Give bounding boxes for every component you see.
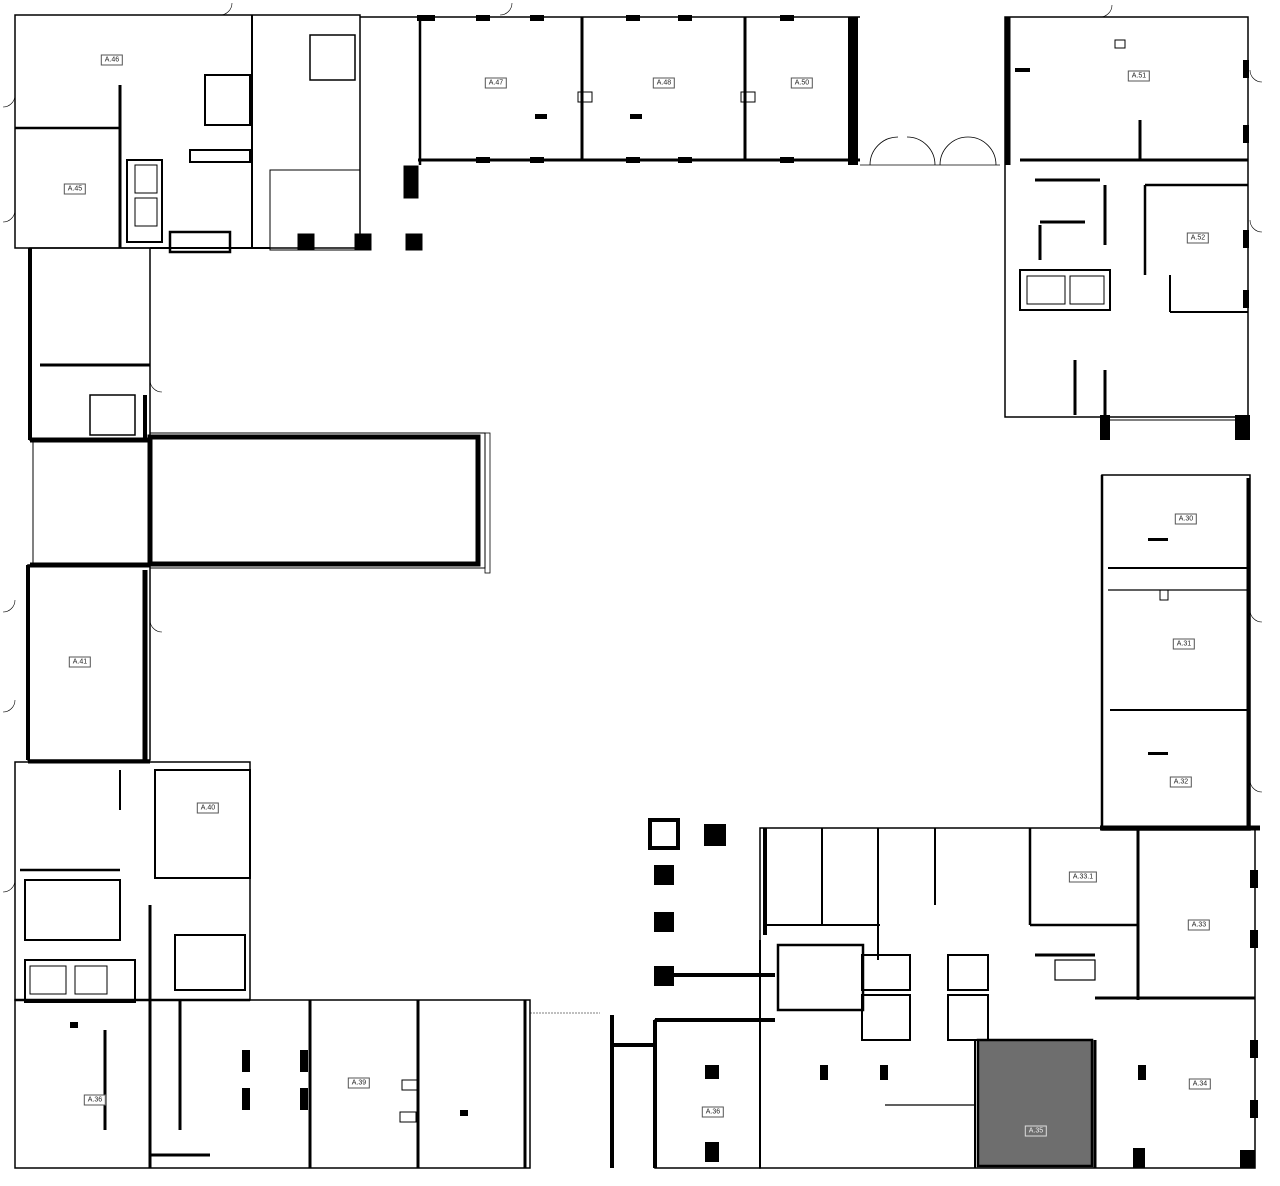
unit-label-a31[interactable]: A.31 xyxy=(1172,638,1196,650)
unit-label-a36-west[interactable]: A.36 xyxy=(83,1094,107,1106)
unit-label-a40[interactable]: A.40 xyxy=(196,802,220,814)
unit-label-a51[interactable]: A.51 xyxy=(1127,70,1151,82)
unit-label-a35[interactable]: A.35 xyxy=(1024,1125,1048,1137)
unit-label-a46[interactable]: A.46 xyxy=(100,54,124,66)
west-bridge xyxy=(30,432,491,574)
unit-highlight-a35[interactable] xyxy=(976,1038,1094,1168)
unit-label-a50[interactable]: A.50 xyxy=(790,77,814,89)
block-west-upper xyxy=(28,247,151,441)
block-north xyxy=(360,15,1000,166)
unit-label-a52[interactable]: A.52 xyxy=(1186,232,1210,244)
block-south-center xyxy=(610,818,775,1169)
unit-label-a45[interactable]: A.45 xyxy=(63,183,87,195)
unit-label-a39[interactable]: A.39 xyxy=(347,1077,371,1089)
unit-label-a33-1[interactable]: A.33.1 xyxy=(1068,871,1098,883)
block-northeast xyxy=(1004,16,1250,440)
unit-label-a34[interactable]: A.34 xyxy=(1188,1078,1212,1090)
block-east xyxy=(1100,419,1260,831)
unit-label-a36-east[interactable]: A.36 xyxy=(701,1106,725,1118)
unit-label-a33[interactable]: A.33 xyxy=(1187,919,1211,931)
block-south xyxy=(14,999,600,1169)
block-southwest xyxy=(14,761,251,1003)
unit-label-a32[interactable]: A.32 xyxy=(1169,776,1193,788)
unit-label-a41[interactable]: A.41 xyxy=(68,656,92,668)
unit-label-a30[interactable]: A.30 xyxy=(1174,513,1198,525)
block-southeast xyxy=(759,827,1258,1169)
unit-label-a47[interactable]: A.47 xyxy=(484,77,508,89)
unit-label-a48[interactable]: A.48 xyxy=(652,77,676,89)
block-northwest xyxy=(14,14,423,254)
